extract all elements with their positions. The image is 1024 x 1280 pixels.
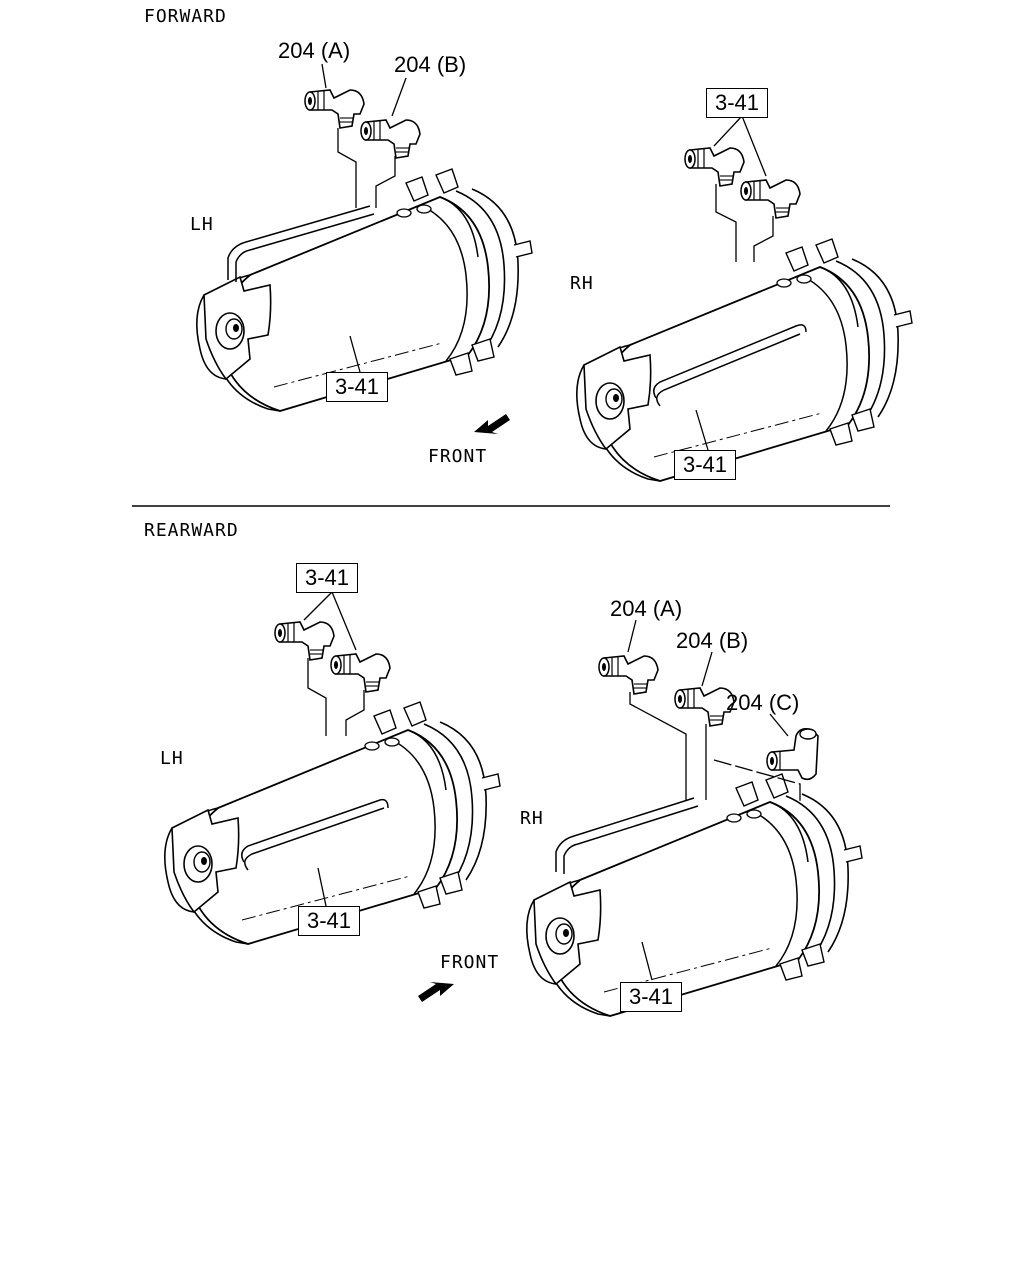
forward-lh-assembly: [195, 63, 533, 412]
rearward-rh-fitting-c: 204 (C): [726, 690, 800, 715]
rearward-title: REARWARD: [144, 520, 239, 541]
forward-lh-side-label: LH: [190, 214, 214, 235]
forward-front-label: FRONT: [428, 446, 488, 467]
rearward-front-arrow: [418, 982, 454, 1002]
forward-rh-assembly: [575, 115, 913, 482]
forward-lh-ref-box: 3-41: [326, 372, 389, 402]
forward-rh-ref-box: 3-41: [674, 450, 737, 480]
rearward-rh-fitting-b: 204 (B): [676, 628, 749, 653]
forward-rh-side-label: RH: [570, 273, 594, 294]
rearward-lh-assembly: [163, 591, 501, 945]
rearward-rh-side-label: RH: [520, 808, 544, 829]
rearward-rh-assembly: [525, 619, 863, 1017]
forward-lh-fitting-a: 204 (A): [278, 38, 351, 63]
rearward-rh-fitting-a: 204 (A): [610, 596, 683, 621]
forward-title: FORWARD: [144, 6, 227, 27]
rearward-lh-ref-box: 3-41: [298, 906, 361, 936]
forward-rh-fittings-ref-box: 3-41: [706, 88, 769, 118]
rearward-rh-ref-box: 3-41: [620, 982, 683, 1012]
forward-lh-fitting-b: 204 (B): [394, 52, 467, 77]
rearward-lh-side-label: LH: [160, 748, 184, 769]
forward-front-arrow: [474, 414, 510, 434]
rearward-front-label: FRONT: [440, 952, 500, 973]
rearward-lh-fittings-ref-box: 3-41: [296, 563, 359, 593]
